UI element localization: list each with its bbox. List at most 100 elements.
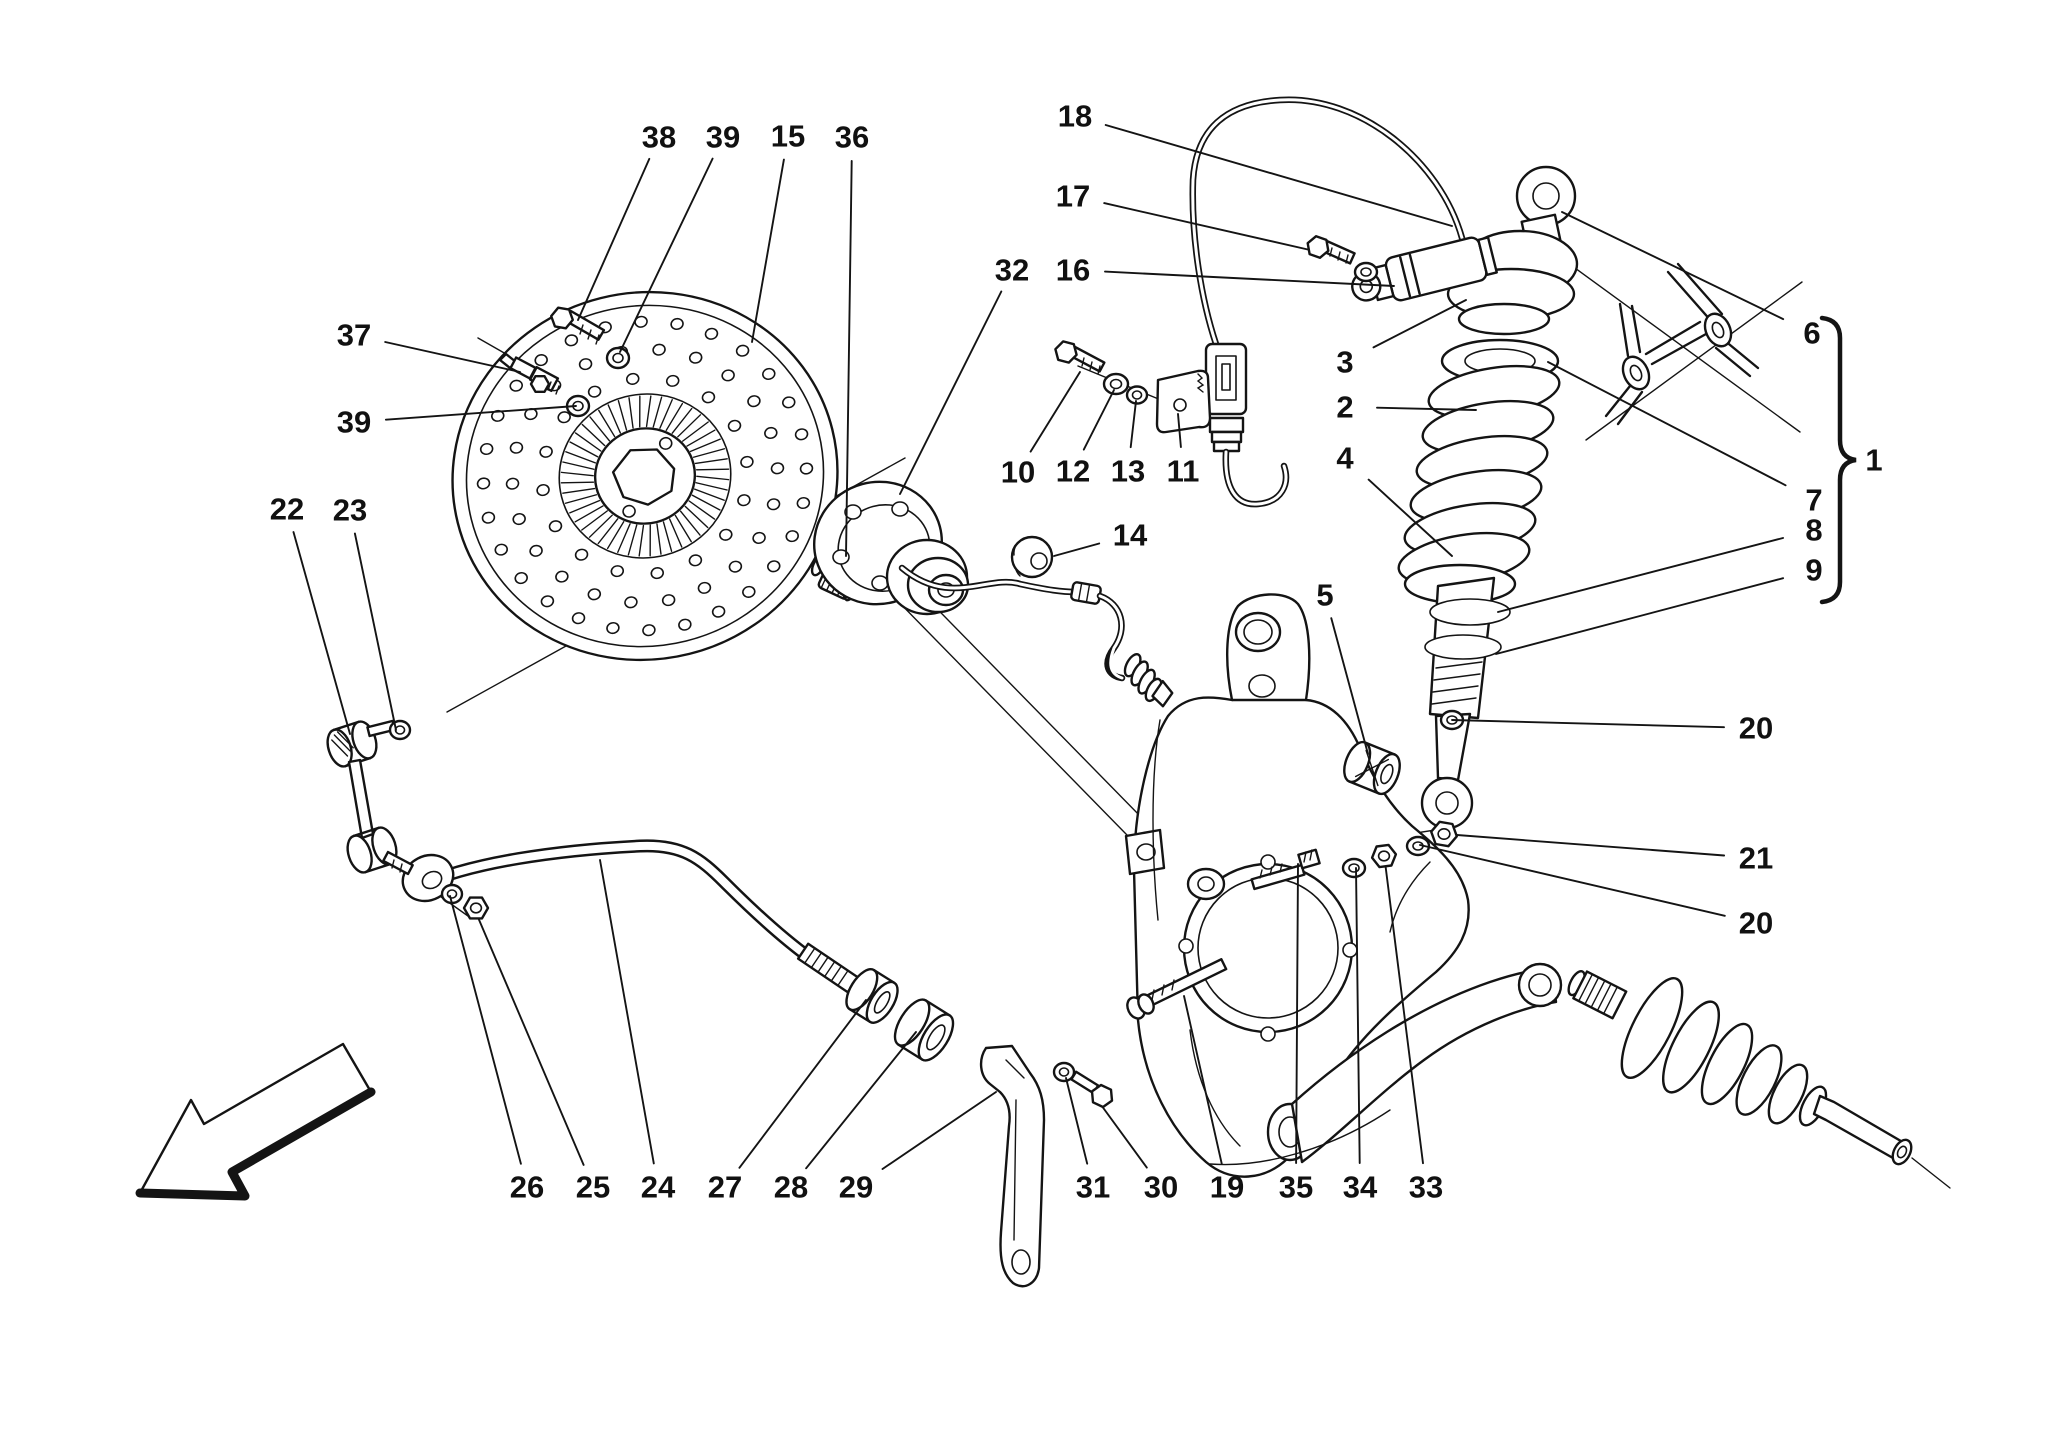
callout-16: 16 [1056,253,1090,288]
callout-4: 4 [1336,441,1354,476]
disc-vent-slot [668,518,683,548]
bar-bushings [845,968,955,1062]
disc-vent-slot [659,399,673,429]
disc-hole [661,594,676,607]
disc-hole [740,455,754,468]
disc-hole [509,379,523,392]
nut-25-bore [469,902,483,914]
callout-8: 8 [1805,513,1822,548]
leader-line-13 [1129,400,1137,449]
bolt-10-head [1054,340,1078,364]
disc-vent-slot [597,518,619,545]
bolt-17-head [1306,234,1330,259]
disc-hole [514,572,528,585]
callout-20: 20 [1739,906,1773,941]
disc-hole [650,567,665,580]
disc-vent-slot [677,414,702,438]
disc-hole [719,528,733,541]
leader-line-32 [899,290,1003,495]
disc-hole [670,317,684,331]
leader-line-19 [1183,995,1223,1165]
disc-vent-slot [627,524,638,556]
leader-line-15 [751,158,785,343]
disc-vent-slot [671,407,693,434]
disc-vent-slot [598,409,616,438]
disc-hole [652,343,666,356]
callout-37: 37 [337,318,371,353]
callout-15: 15 [771,119,805,154]
disc-hole [688,554,703,567]
disc-vent-slot [674,514,692,543]
disc-hole [479,442,494,456]
disc-vent-slot [681,421,709,442]
disc-hole [610,565,625,578]
disc-vent-slot [606,521,625,550]
disc-hole [574,548,589,561]
disc-vent-slot [569,441,599,458]
disc-hole [782,396,796,409]
callout-39: 39 [337,405,371,440]
disc-hole [728,560,743,573]
disc-vent-slot [562,487,596,494]
leader-line-14 [1053,542,1101,557]
nut-21-bore [1437,827,1451,840]
spring-adjuster-ring [1424,634,1502,660]
leader-line-28 [805,1031,917,1170]
leader-line-8 [1497,537,1784,613]
disc-vent-slot [665,402,684,431]
disc-vent-slot [662,521,673,552]
disc-hole [509,441,524,454]
callout-26: 26 [510,1170,544,1205]
link-stud [382,850,414,876]
brake-disc [451,290,839,662]
leader-line-10 [1029,371,1081,453]
disc-vent-slot [684,505,709,529]
nut-33-bore [1377,850,1391,862]
leader-line-9 [1495,577,1785,655]
lever-29 [979,1044,1046,1288]
leader-line-33 [1383,853,1424,1165]
disc-vent-slot [686,429,716,447]
callout-14: 14 [1113,518,1148,553]
disc-hole [799,462,814,475]
disc-hole [770,462,785,475]
disc-hole [688,351,703,364]
disc-hole [555,570,569,583]
stud-35 [1250,848,1321,891]
abs-sensor-tip [1123,653,1174,708]
chassis-frame [1552,251,1803,441]
disc-hole [742,585,756,598]
bleeder-37-hex [529,375,551,393]
disc-hole [557,411,571,424]
leader-line-27 [738,999,867,1169]
disc-hole [762,367,776,380]
disc-hole [534,354,548,367]
driveshaft-splines [1567,970,1628,1020]
bleeder-37 [498,352,560,395]
bushing-5 [1343,740,1401,796]
disc-hole [540,595,555,608]
disc-vent-slot [638,524,645,557]
disc-center-hole [611,448,676,506]
callout-36: 36 [835,120,869,155]
leader-line-39 [619,157,714,353]
leader-line-6 [1561,211,1785,321]
leader-line-17 [1103,202,1311,251]
callout-6: 6 [1803,316,1820,351]
leader-line-7 [1547,361,1787,487]
disc-hole [735,344,750,357]
disc-hole [697,581,712,594]
callout-31: 31 [1076,1170,1110,1205]
disc-vent-slot [581,423,606,447]
leader-line-18 [1104,124,1453,227]
direction-arrow [135,1042,376,1201]
disc-vent-slot [560,471,594,477]
leader-line-25 [473,907,585,1166]
disc-hole [767,560,781,573]
disc-vent-slot [569,499,601,514]
disc-hole [494,543,508,556]
disc-vent-slot [695,482,728,491]
callout-1: 1 [1865,443,1882,478]
